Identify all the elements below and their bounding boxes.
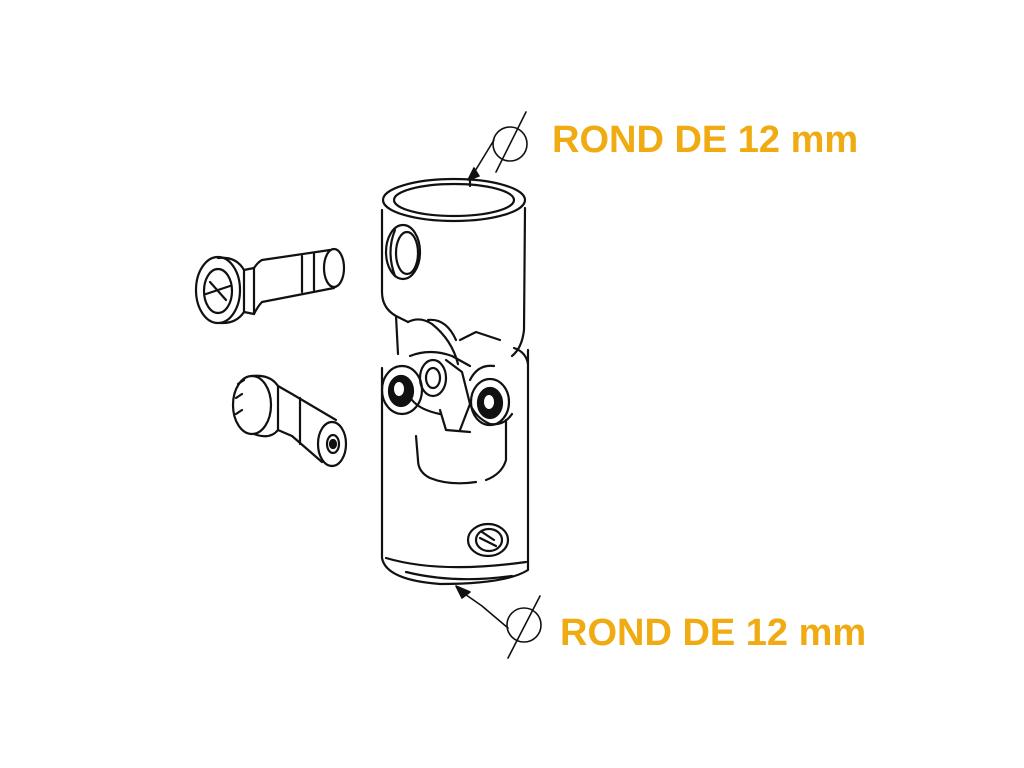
callout-label-top: ROND DE 12 mm [552, 119, 859, 161]
bottom-callout-leader [455, 585, 542, 659]
upper-side-hole [384, 223, 422, 281]
top-callout-leader [467, 111, 528, 181]
diameter-slash [507, 595, 541, 659]
lower-yoke [380, 346, 530, 586]
diameter-slash [495, 111, 527, 173]
diameter-icon [492, 126, 528, 162]
universal-joint [380, 177, 530, 586]
pin [231, 374, 348, 468]
upper-yoke [380, 177, 527, 366]
lower-set-screw-hole [466, 522, 510, 558]
callout-label-bottom: ROND DE 12 mm [560, 612, 867, 654]
cross-block [408, 330, 514, 434]
screw [194, 247, 346, 325]
left-pin-hole [380, 364, 424, 416]
diameter-icon [506, 607, 542, 643]
right-pin-hole [468, 364, 511, 427]
